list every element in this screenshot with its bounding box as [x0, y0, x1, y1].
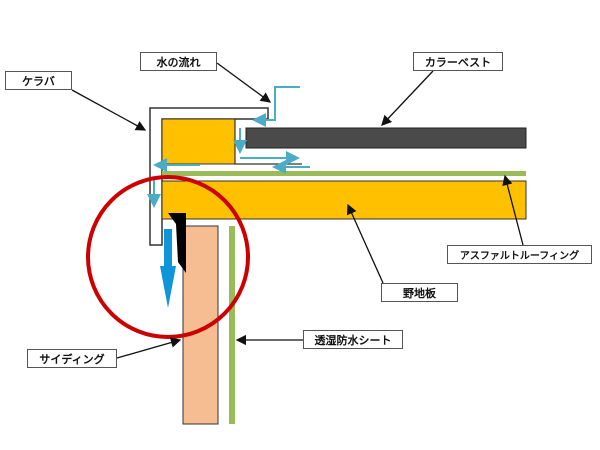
- sealant: [168, 213, 186, 273]
- label-water-flow: 水の流れ: [140, 52, 217, 71]
- label-keraba: ケラバ: [5, 71, 72, 90]
- breathable-sheet: [229, 226, 235, 424]
- leader-lines: [71, 62, 524, 359]
- label-breathable-sheet: 透湿防水シート: [303, 330, 403, 349]
- label-sheathing: 野地板: [381, 283, 458, 302]
- fascia-block: [161, 118, 236, 165]
- drip-arrow-icon: [160, 229, 176, 308]
- asphalt-roofing: [162, 171, 526, 176]
- sheathing-board: [161, 180, 527, 220]
- colorbest-roof: [245, 127, 527, 149]
- water-flow-arrows: [147, 86, 310, 208]
- highlight-circle: [86, 175, 250, 339]
- label-siding: サイディング: [27, 349, 117, 368]
- label-colorbest: カラーベスト: [413, 52, 503, 71]
- label-asphalt-roofing: アスファルトルーフィング: [447, 245, 592, 264]
